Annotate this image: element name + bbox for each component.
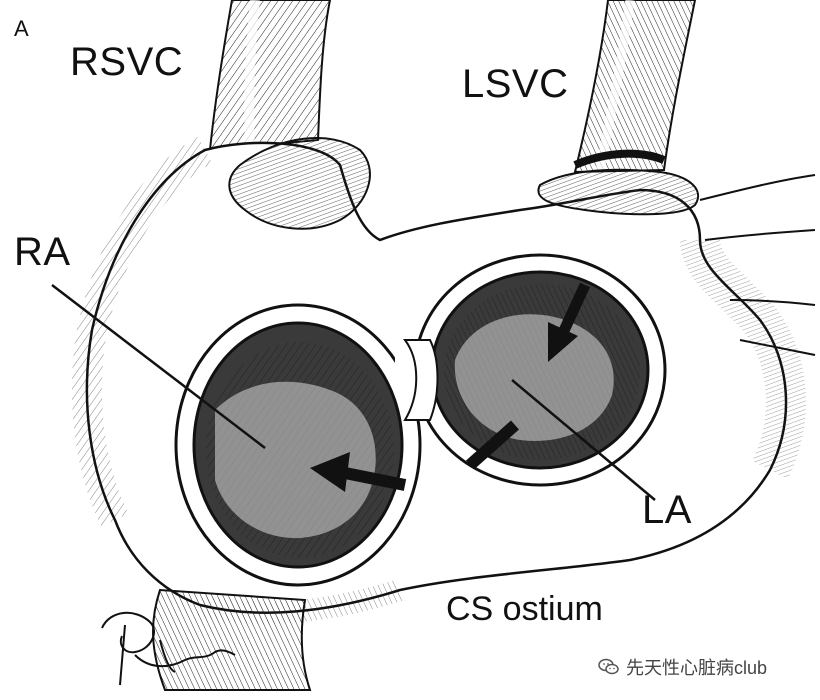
cs-ostium-vessel <box>152 588 312 691</box>
la-leader-line <box>511 379 656 501</box>
interatrial-bridge <box>403 339 439 421</box>
watermark: 先天性心脏病club <box>598 654 767 680</box>
arrowhead-ra <box>310 452 350 492</box>
watermark-text: 先天性心脏病club <box>626 658 768 678</box>
cs-ostium-label: CS ostium <box>446 590 603 628</box>
la-label: LA <box>642 488 692 532</box>
rsvc-vessel <box>208 0 332 152</box>
la-septal-bar <box>466 420 519 470</box>
arrow-to-ra <box>338 466 407 491</box>
ra-appendage <box>228 137 371 230</box>
arrowhead-la <box>548 322 578 362</box>
ra-leader-line <box>51 284 266 449</box>
la-chamber <box>430 270 650 470</box>
panel-letter: A <box>14 16 29 41</box>
artist-signature <box>101 611 236 686</box>
lsvc-label: LSVC <box>462 62 569 106</box>
flow-arrows <box>310 282 590 492</box>
lsvc-vessel <box>573 0 697 174</box>
la-appendage <box>537 168 700 216</box>
wechat-chat-icon <box>598 658 619 675</box>
arrow-in-la <box>557 282 590 338</box>
pulmonary-veins <box>699 174 816 356</box>
rsvc-label: RSVC <box>70 40 184 84</box>
ra-chamber <box>192 321 404 569</box>
ra-label: RA <box>14 230 71 274</box>
